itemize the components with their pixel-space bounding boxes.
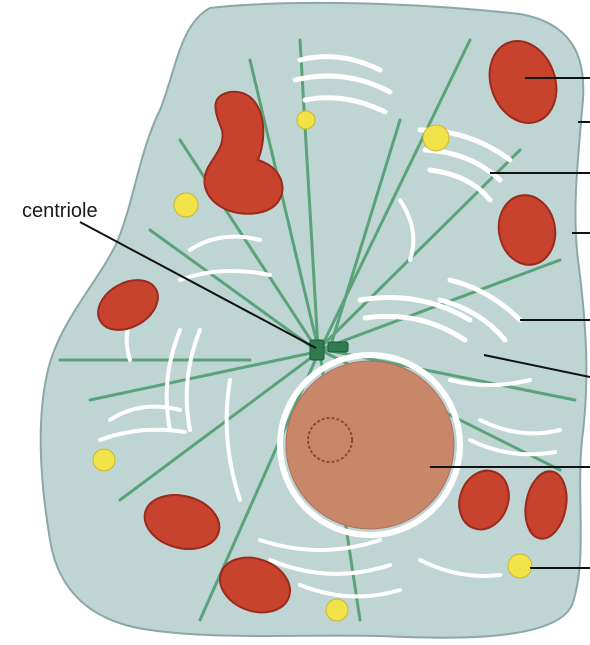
nucleus-body <box>286 361 454 529</box>
nucleus <box>280 355 460 535</box>
vesicle <box>93 449 115 471</box>
centriole-barrel <box>328 342 348 352</box>
centriole-label: centriole <box>22 200 98 223</box>
vesicle <box>423 125 449 151</box>
centriole-barrel <box>310 340 324 360</box>
vesicle <box>508 554 532 578</box>
vesicle <box>297 111 315 129</box>
vesicle <box>174 193 198 217</box>
vesicle <box>326 599 348 621</box>
